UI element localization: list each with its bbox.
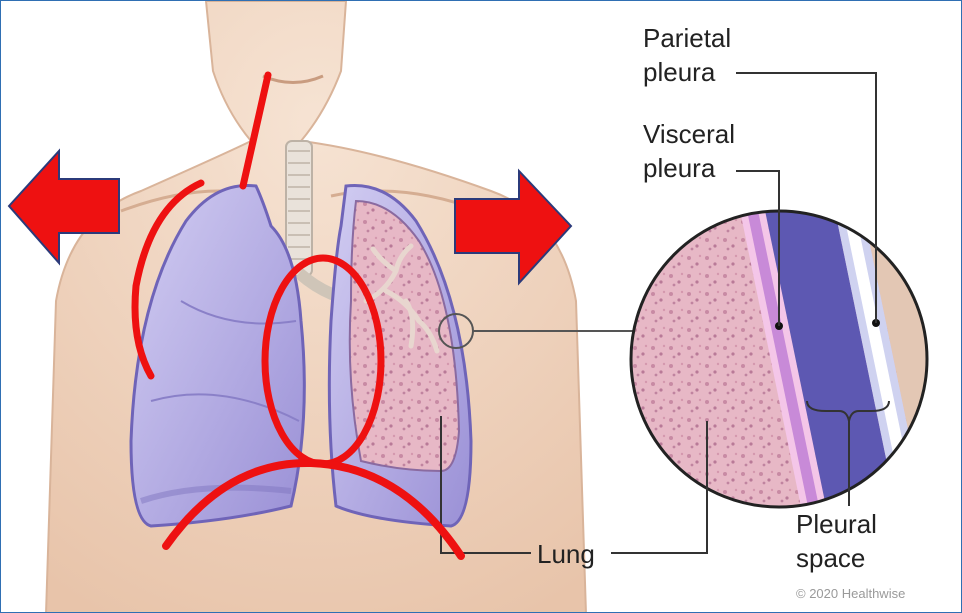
label-parietal-line2: pleura <box>643 57 715 87</box>
torso-illustration <box>46 1 586 613</box>
label-lung: Lung <box>537 539 595 569</box>
label-pleural-line1: Pleural <box>796 509 877 539</box>
label-parietal-line1: Parietal <box>643 23 731 53</box>
magnified-pleura-view <box>621 191 941 531</box>
label-visceral-line2: pleura <box>643 153 715 183</box>
label-pleural-line2: space <box>796 543 865 573</box>
label-visceral-line1: Visceral <box>643 119 735 149</box>
copyright-credit: © 2020 Healthwise <box>796 586 905 601</box>
